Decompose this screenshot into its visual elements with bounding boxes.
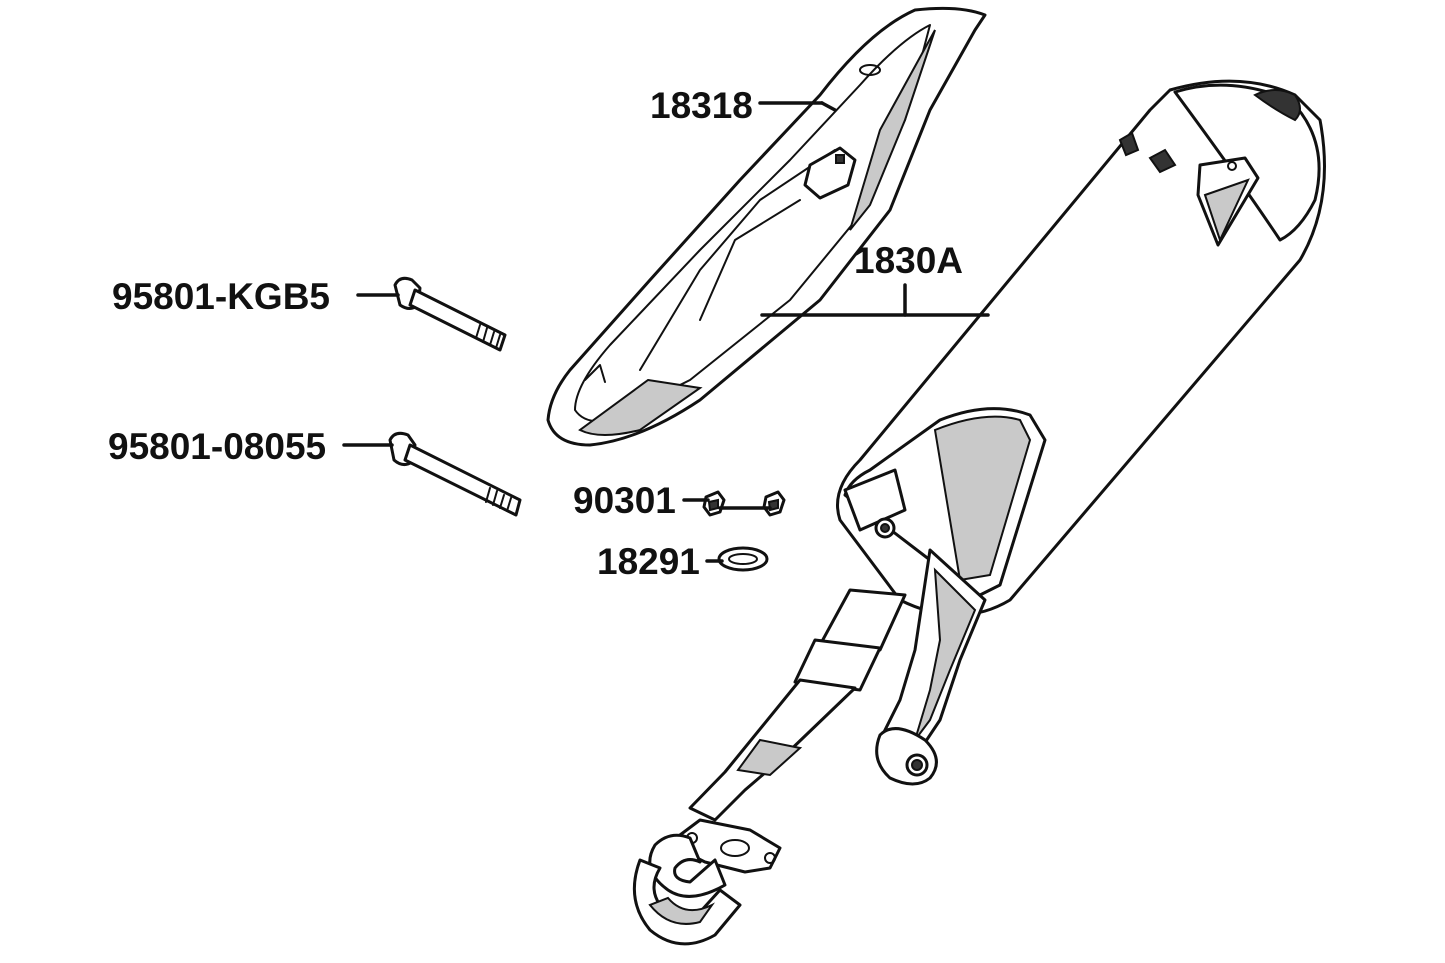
part-label-bolt-long: 95801-08055 [108,426,326,467]
nut-drawing [702,490,786,517]
bolt-short-drawing [393,276,507,352]
part-label-heat-shield: 18318 [650,85,753,126]
muffler-drawing [632,79,1326,946]
heat-shield-drawing [546,6,987,447]
leader-lines [342,101,990,563]
part-label-gasket: 18291 [597,541,700,582]
bolt-long-drawing [388,431,522,517]
part-label-bolt-short: 95801-KGB5 [112,276,330,317]
part-label-nut: 90301 [573,480,676,521]
gasket-drawing [717,546,769,572]
part-label-muffler: 1830A [854,240,963,281]
leader-18318-diag [820,101,837,112]
